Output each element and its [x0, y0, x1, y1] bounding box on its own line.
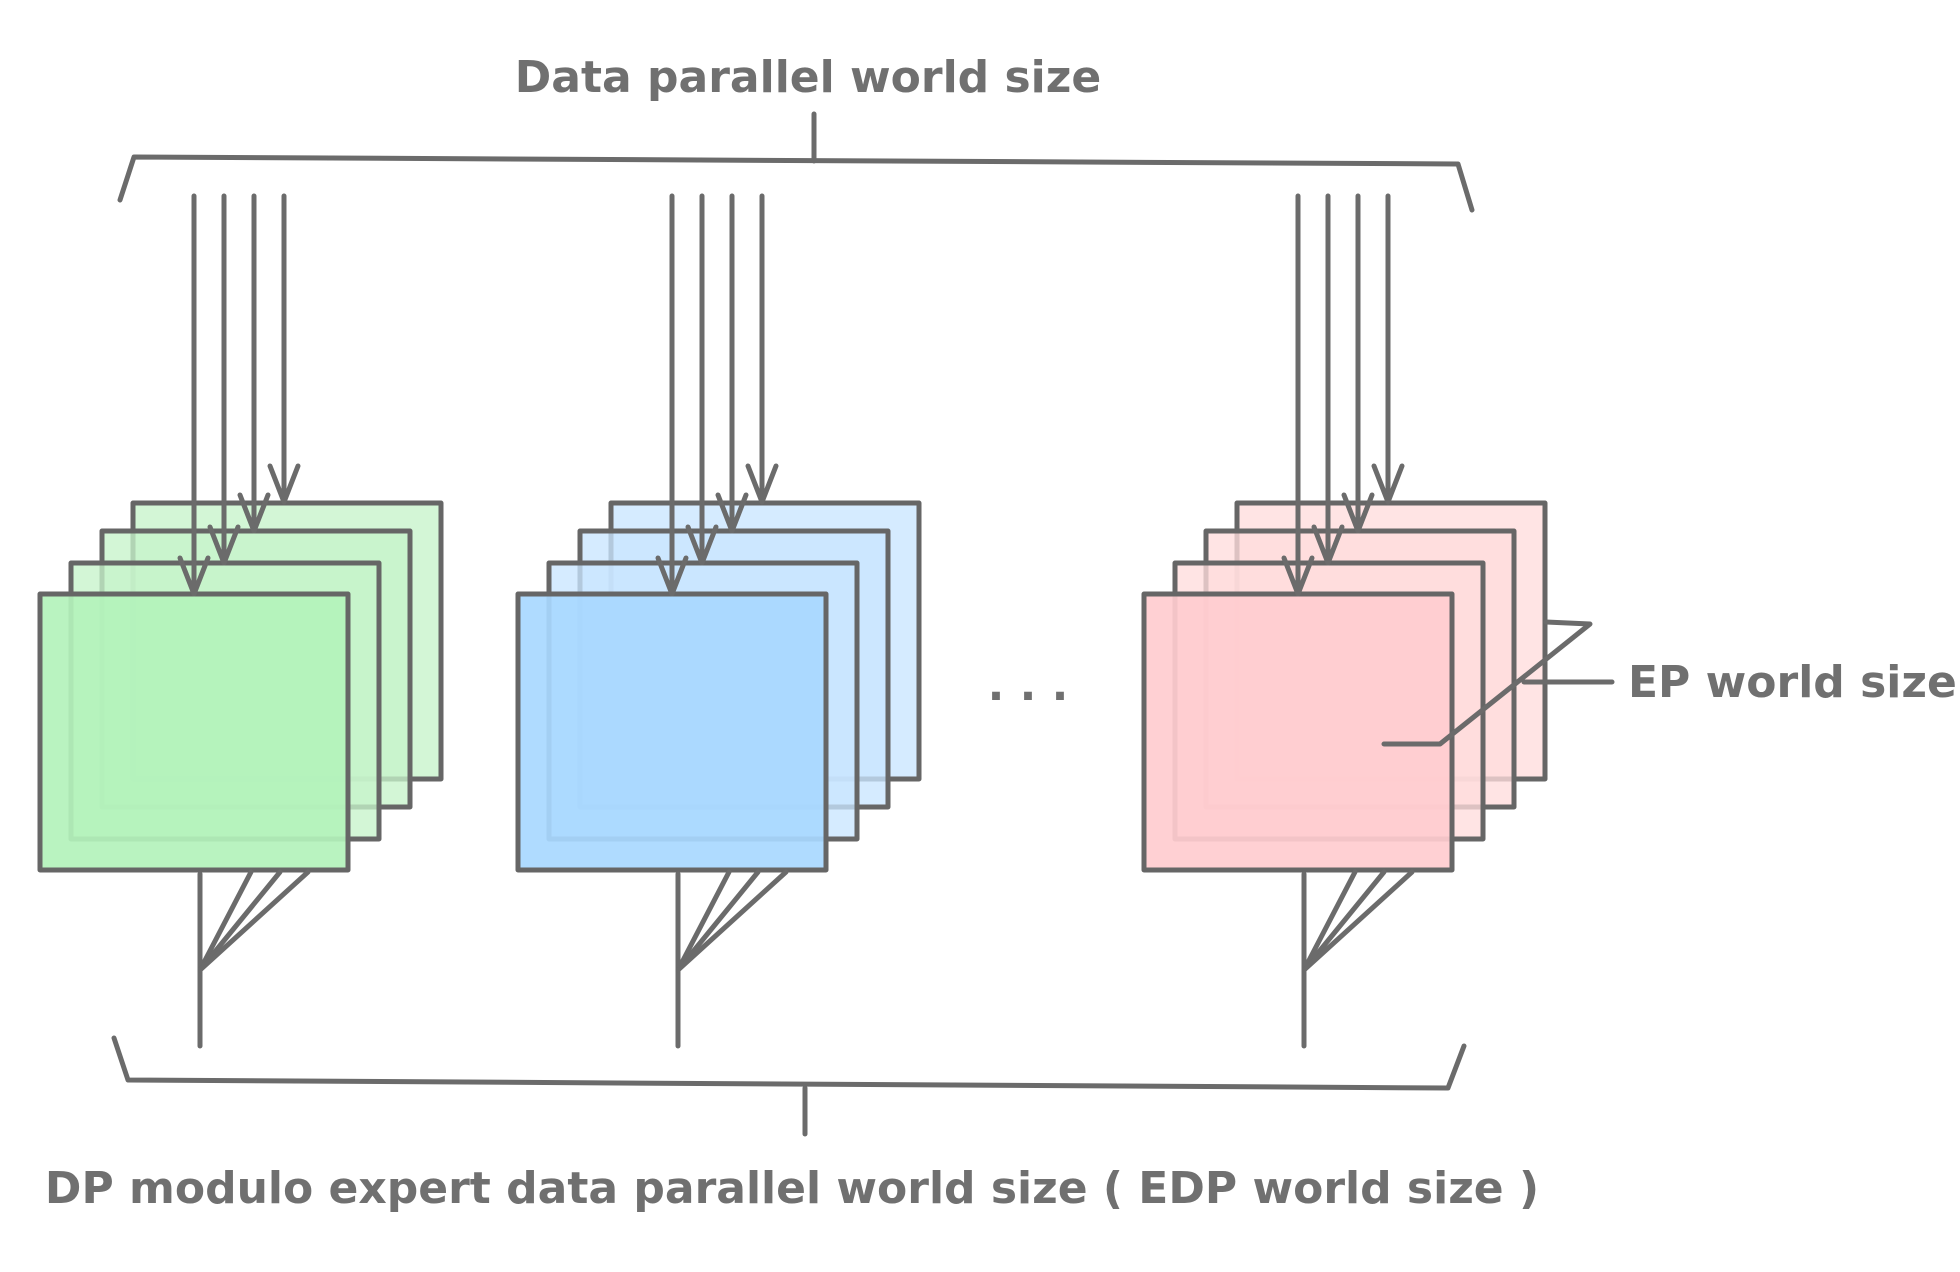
bottom-bracket [111, 1035, 1467, 1137]
device-groups [37, 193, 1548, 1049]
group-2 [515, 193, 922, 1049]
ellipsis-label: . . . [988, 660, 1069, 711]
group-2-output-funnel [675, 869, 789, 1049]
group-2-cards [515, 500, 922, 873]
group-2-input-arrows [655, 193, 779, 597]
group-1-arrowhead-2 [207, 524, 241, 566]
group-n [1141, 193, 1548, 1049]
group-1 [37, 193, 444, 1049]
group-n-input-arrows [1281, 193, 1405, 597]
group-1-output-funnel [197, 869, 311, 1049]
right-label: EP world size [1628, 657, 1957, 708]
group-1-cards [37, 500, 444, 873]
group-1-arrowhead-3 [237, 492, 271, 534]
group-2-arrowhead-1 [655, 555, 689, 597]
group-1-arrowhead-4 [267, 463, 301, 505]
group-n-arrowhead-3 [1341, 492, 1375, 534]
group-n-card-4 [1141, 591, 1455, 873]
group-n-output-branch-2 [1301, 869, 1387, 973]
group-2-card-4 [515, 591, 829, 873]
top-bracket [117, 111, 1475, 213]
top-label: Data parallel world size [515, 52, 1101, 103]
group-1-output-branch-3 [197, 869, 311, 973]
group-n-output-branch-3 [1301, 869, 1415, 973]
group-2-arrowhead-2 [685, 524, 719, 566]
ep-world-size-annotation [1381, 619, 1615, 747]
group-n-arrowhead-1 [1281, 555, 1315, 597]
group-1-arrowhead-1 [177, 555, 211, 597]
group-1-output-branch-1 [197, 869, 254, 973]
group-1-card-4 [37, 591, 351, 873]
group-n-arrowhead-2 [1311, 524, 1345, 566]
group-2-arrowhead-3 [715, 492, 749, 534]
group-2-output-branch-3 [675, 869, 789, 973]
group-n-arrowhead-4 [1371, 463, 1405, 505]
group-n-output-branch-1 [1301, 869, 1358, 973]
group-2-arrowhead-4 [745, 463, 779, 505]
bottom-label: DP modulo expert data parallel world siz… [45, 1163, 1539, 1214]
group-1-output-branch-2 [197, 869, 283, 973]
group-1-input-arrows [177, 193, 301, 597]
group-n-output-funnel [1301, 869, 1415, 1049]
group-2-output-branch-1 [675, 869, 732, 973]
group-2-output-branch-2 [675, 869, 761, 973]
group-n-cards [1141, 500, 1548, 873]
